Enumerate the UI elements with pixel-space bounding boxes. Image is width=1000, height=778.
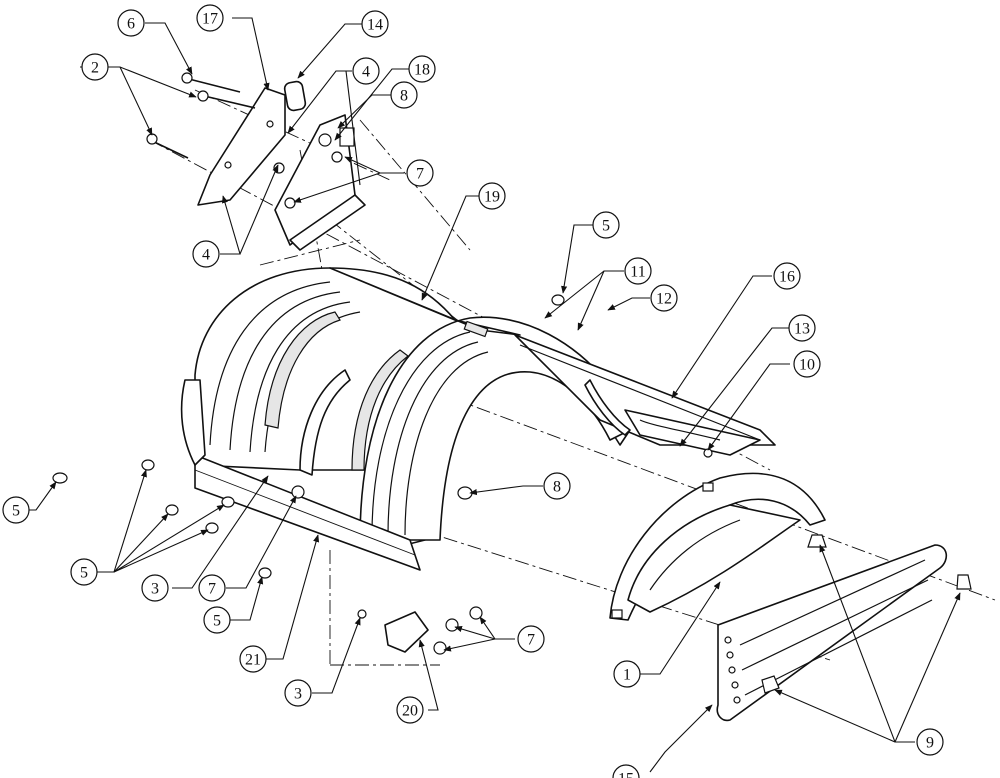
callout-c7a: 7 (406, 159, 434, 187)
callout-c18: 18 (408, 55, 436, 83)
callout-label: 10 (799, 357, 815, 374)
callout-c19: 19 (478, 182, 506, 210)
callout-circle (650, 284, 678, 312)
callout-c4a: 4 (352, 57, 380, 85)
callout-label: 7 (416, 166, 424, 183)
callout-circle (408, 55, 436, 83)
callout-label: 7 (527, 632, 535, 649)
callout-circle (793, 350, 821, 378)
callout-circle (284, 679, 312, 707)
callout-c8b: 8 (543, 472, 571, 500)
callout-c11: 11 (624, 257, 652, 285)
callout-c5c: 5 (203, 606, 231, 634)
callout-circle (196, 4, 224, 32)
callout-label: 5 (80, 565, 88, 582)
callout-label: 8 (553, 479, 561, 496)
callout-circle (117, 9, 145, 37)
callout-circle (141, 574, 169, 602)
callout-c10: 10 (793, 350, 821, 378)
fender-assembly (180, 267, 631, 571)
callout-label: 19 (484, 189, 500, 206)
end-cap (609, 472, 827, 621)
callout-c9: 9 (916, 728, 944, 756)
callout-circle (613, 660, 641, 688)
callout-label: 7 (208, 581, 216, 598)
callout-label: 13 (794, 321, 810, 338)
callout-balloons: 1233445555677788910111213141516171819202… (2, 4, 944, 778)
callout-circle (592, 211, 620, 239)
support-frame (514, 334, 776, 458)
callout-c3b: 3 (284, 679, 312, 707)
callout-c4b: 4 (192, 240, 220, 268)
callout-circle (390, 81, 418, 109)
callout-label: 4 (202, 247, 210, 264)
callout-c3a: 3 (141, 574, 169, 602)
callout-circle (192, 240, 220, 268)
callout-label: 4 (362, 64, 370, 81)
callout-label: 21 (245, 652, 261, 669)
callout-circle (70, 558, 98, 586)
callout-c5b: 5 (70, 558, 98, 586)
callout-circle (203, 606, 231, 634)
callout-c12: 12 (650, 284, 678, 312)
callout-c14: 14 (361, 10, 389, 38)
callout-circle (773, 262, 801, 290)
callout-label: 8 (400, 88, 408, 105)
callout-circle (239, 645, 267, 673)
callout-label: 5 (602, 218, 610, 235)
callout-circle (406, 159, 434, 187)
callout-c7b: 7 (198, 574, 226, 602)
callout-circle (198, 574, 226, 602)
callout-c6: 6 (117, 9, 145, 37)
callout-circle (788, 314, 816, 342)
mud-flap (716, 544, 972, 722)
callout-label: 15 (618, 771, 634, 778)
callout-label: 6 (127, 16, 135, 33)
callout-circle (2, 496, 30, 524)
callout-circle (612, 764, 640, 778)
callout-label: 11 (630, 264, 645, 281)
top-brackets (197, 80, 366, 251)
callout-c21: 21 (239, 645, 267, 673)
callout-label: 9 (926, 735, 934, 752)
callout-circle (352, 57, 380, 85)
callout-label: 2 (91, 60, 99, 77)
callout-circle (361, 10, 389, 38)
callout-label: 20 (402, 703, 418, 720)
callout-label: 5 (12, 503, 20, 520)
callout-label: 18 (414, 62, 430, 79)
callout-c1: 1 (613, 660, 641, 688)
leader-lines (16, 17, 961, 773)
callout-label: 5 (213, 613, 221, 630)
callout-c7c: 7 (517, 625, 545, 653)
callout-label: 3 (151, 581, 159, 598)
callout-c15: 15 (612, 764, 640, 778)
callout-c8a: 8 (390, 81, 418, 109)
callout-c13: 13 (788, 314, 816, 342)
callout-circle (624, 257, 652, 285)
callout-circle (543, 472, 571, 500)
callout-c16: 16 (773, 262, 801, 290)
callout-label: 16 (779, 269, 795, 286)
callout-circle (478, 182, 506, 210)
callout-c20: 20 (396, 696, 424, 724)
callout-c17: 17 (196, 4, 224, 32)
callout-c2: 2 (81, 53, 109, 81)
callout-circle (396, 696, 424, 724)
callout-circle (517, 625, 545, 653)
callout-c5d: 5 (592, 211, 620, 239)
callout-c5a: 5 (2, 496, 30, 524)
callout-label: 3 (294, 686, 302, 703)
callout-label: 14 (367, 17, 383, 34)
callout-circle (81, 53, 109, 81)
callout-circle (916, 728, 944, 756)
callout-label: 12 (656, 291, 672, 308)
callout-label: 1 (623, 667, 631, 684)
fasteners-left (52, 294, 565, 579)
callout-label: 17 (202, 11, 218, 28)
